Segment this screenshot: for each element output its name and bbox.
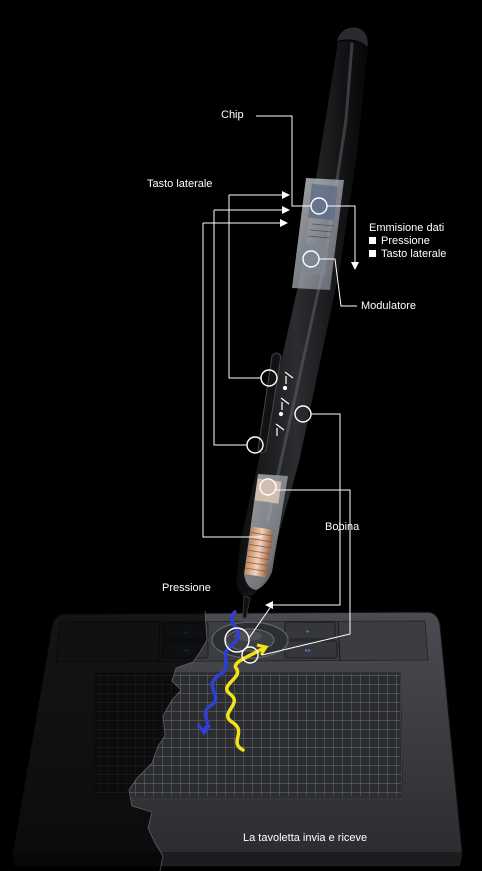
callout-circle-tip xyxy=(224,627,250,653)
label-data-pressure: Pressione xyxy=(369,235,430,248)
pen-eraser-end xyxy=(335,26,369,50)
label-data-output: Emmisione dati xyxy=(369,222,445,234)
label-side-button: Tasto laterale xyxy=(147,178,213,190)
bullet-icon xyxy=(369,237,376,244)
signal-send-wave xyxy=(202,610,240,732)
svg-text:▸: ▸ xyxy=(306,628,309,635)
label-data-side-button: Tasto laterale xyxy=(369,248,446,261)
label-coil: Bobina xyxy=(325,521,360,533)
pen-nib xyxy=(242,595,251,619)
cutaway-edge xyxy=(0,611,207,871)
bullet-icon xyxy=(369,250,376,257)
callout-circle-pressure xyxy=(259,478,277,496)
label-tablet: La tavoletta invia e riceve xyxy=(243,832,368,844)
callout-arrowheads xyxy=(265,191,359,609)
callout-lines xyxy=(202,115,357,656)
svg-text:▸▸: ▸▸ xyxy=(305,647,311,654)
label-modulator: Modulatore xyxy=(361,300,417,312)
label-pressure: Pressione xyxy=(162,582,211,594)
tablet-express-key-3[interactable] xyxy=(284,621,336,640)
callout-circle-tablet xyxy=(241,646,259,664)
signal-receive-wave xyxy=(225,646,266,752)
label-chip: Chip xyxy=(221,109,244,121)
